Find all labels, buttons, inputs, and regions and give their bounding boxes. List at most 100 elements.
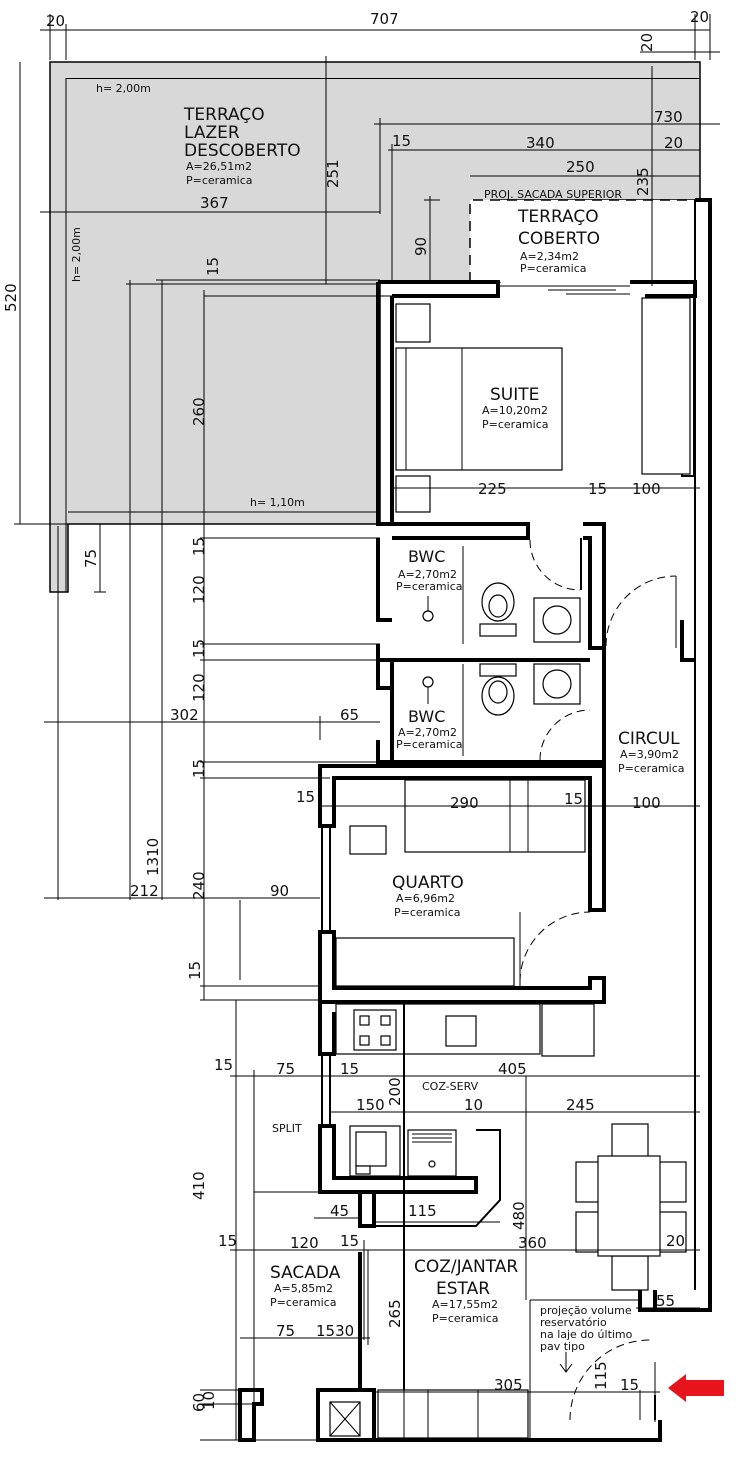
room-terraco-coberto: TERRAÇO COBERTO A=2,34m2 P=ceramica: [517, 207, 600, 275]
room-bwc-1: BWC A=2,70m2 P=ceramica: [396, 547, 463, 593]
dim-235: 235: [634, 167, 652, 196]
quarto-bed: [404, 779, 586, 853]
microwave-icon: [349, 1125, 401, 1177]
dim-200: 200: [386, 1077, 404, 1106]
dim-212: 212: [130, 882, 159, 900]
dim-405: 405: [498, 1060, 527, 1078]
shaft-box: [329, 1401, 361, 1437]
projection-note-4: pav tipo: [540, 1340, 585, 1353]
dim-15-k: 15: [340, 1060, 359, 1078]
room-circul: CIRCUL A=3,90m2 P=ceramica: [618, 729, 685, 775]
toilet-icon: [479, 582, 517, 637]
dim-100-b: 100: [632, 794, 661, 812]
suite-bed: [395, 347, 563, 471]
stove-icon: [353, 1009, 397, 1051]
dim-410: 410: [190, 1171, 208, 1200]
dim-305: 305: [494, 1376, 523, 1394]
dim-20-right: 20: [638, 33, 656, 52]
dim-520: 520: [2, 283, 20, 312]
dim-15-g: 15: [296, 788, 315, 806]
dim-20-top-left: 20: [46, 12, 65, 30]
dim-290: 290: [450, 794, 479, 812]
room-suite: SUITE A=10,20m2 P=ceramica: [482, 385, 549, 431]
dim-75-a: 75: [82, 549, 100, 568]
suite-top-wall: [378, 280, 500, 298]
dim-265: 265: [386, 1299, 404, 1328]
dim-120-b: 120: [190, 673, 208, 702]
dimension-texts: 20 707 20 20 730 15 340 20 250 235 367 2…: [2, 8, 709, 1412]
quarto-wardrobe: [335, 937, 515, 987]
dim-730: 730: [654, 108, 683, 126]
dim-302: 302: [170, 706, 199, 724]
svg-text:A=3,90m2: A=3,90m2: [620, 748, 679, 761]
dim-75-c: 75: [276, 1322, 295, 1340]
dim-250: 250: [566, 158, 595, 176]
dim-1310: 1310: [144, 838, 162, 876]
washbasin-icon: [533, 663, 581, 705]
dim-1530: 1530: [316, 1322, 354, 1340]
svg-text:TERRAÇO: TERRAÇO: [183, 105, 265, 125]
terrace-coberto-floor: [470, 200, 695, 282]
sink-icon: [445, 1015, 477, 1047]
washbasin-icon: [533, 597, 581, 643]
dim-10: 10: [464, 1096, 483, 1114]
dim-15-c: 15: [588, 480, 607, 498]
projection-note-2: reservatório: [540, 1316, 607, 1329]
dim-260: 260: [190, 397, 208, 426]
svg-text:LAZER: LAZER: [184, 123, 240, 143]
washing-machine-icon: [407, 1129, 457, 1177]
dim-10-b: 10: [200, 1391, 218, 1410]
dim-20-b: 20: [664, 134, 683, 152]
dim-15-e: 15: [190, 639, 208, 658]
svg-text:A=2,70m2: A=2,70m2: [398, 568, 457, 581]
svg-text:P=ceramica: P=ceramica: [394, 906, 461, 919]
svg-text:A=6,96m2: A=6,96m2: [396, 892, 455, 905]
svg-text:BWC: BWC: [408, 547, 445, 566]
dim-360: 360: [518, 1234, 547, 1252]
dim-340: 340: [526, 134, 555, 152]
entry-arrow-icon: [668, 1374, 724, 1402]
quarto-desk: [349, 825, 387, 855]
dim-15-f: 15: [190, 759, 208, 778]
dim-90-b: 90: [270, 882, 289, 900]
dining-table: [575, 1123, 687, 1291]
suite-nightstand-top: [395, 303, 431, 343]
dim-240: 240: [190, 871, 208, 900]
room-sacada: SACADA A=5,85m2 P=ceramica: [270, 1263, 341, 1309]
svg-text:P=ceramica: P=ceramica: [432, 1312, 499, 1325]
dim-90-a: 90: [412, 237, 430, 256]
svg-text:DESCOBERTO: DESCOBERTO: [184, 141, 301, 161]
dim-480: 480: [510, 1201, 528, 1230]
dim-707: 707: [370, 10, 399, 28]
room-quarto: QUARTO A=6,96m2 P=ceramica: [392, 873, 464, 919]
dim-15-n: 15: [620, 1376, 639, 1394]
height-label-side: h= 2,00m: [70, 227, 83, 282]
dim-20-c: 20: [666, 1232, 685, 1250]
svg-text:P=ceramica: P=ceramica: [396, 580, 463, 593]
dim-15-b: 15: [204, 257, 222, 276]
coz-serv-label: COZ-SERV: [422, 1080, 479, 1093]
dim-115-a: 115: [408, 1202, 437, 1220]
svg-text:P=ceramica: P=ceramica: [482, 418, 549, 431]
svg-text:TERRAÇO: TERRAÇO: [517, 207, 599, 227]
room-terraco-lazer: TERRAÇO LAZER DESCOBERTO A=26,51m2 P=cer…: [183, 105, 301, 187]
height-label-parapet: h= 1,10m: [250, 496, 305, 509]
svg-text:COZ/JANTAR: COZ/JANTAR: [414, 1257, 518, 1277]
svg-text:ESTAR: ESTAR: [436, 1279, 490, 1299]
svg-text:SUITE: SUITE: [490, 385, 539, 405]
projection-note-1: projeção volume: [540, 1304, 632, 1317]
svg-text:A=5,85m2: A=5,85m2: [274, 1282, 333, 1295]
dim-65: 65: [340, 706, 359, 724]
right-exterior-wall: [653, 198, 712, 1312]
dim-60: 60: [190, 1393, 208, 1412]
dim-150: 150: [356, 1096, 385, 1114]
svg-text:P=ceramica: P=ceramica: [520, 262, 587, 275]
room-coz-jantar-estar: COZ/JANTAR ESTAR A=17,55m2 P=ceramica: [414, 1257, 518, 1325]
dim-20-top-right: 20: [690, 8, 709, 26]
split-label: SPLIT: [272, 1122, 302, 1135]
dim-15-a: 15: [392, 132, 411, 150]
sofa: [377, 1389, 529, 1439]
dim-120-a: 120: [190, 575, 208, 604]
dim-55: 55: [656, 1292, 675, 1310]
